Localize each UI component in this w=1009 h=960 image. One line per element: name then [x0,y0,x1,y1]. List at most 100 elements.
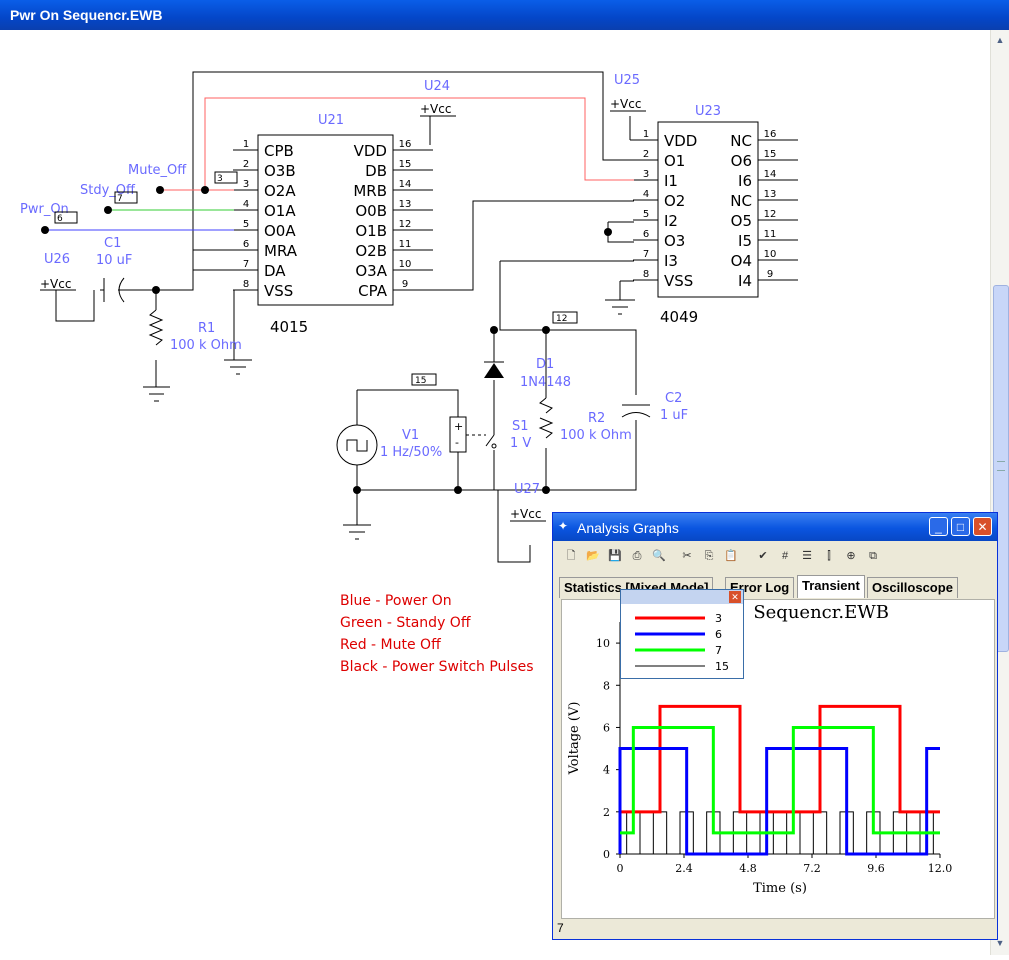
copy-icon[interactable]: ⎘ [704,550,714,562]
pin-label: O5 [731,212,752,230]
pin-number: 6 [643,229,649,240]
scroll-up-arrow-icon[interactable]: ▲ [995,35,1005,45]
paste-icon[interactable]: 📋 [724,550,738,562]
u27-label: U27 [514,482,540,497]
node-12: 12 [556,314,567,324]
x-tick-label: 0 [617,862,624,875]
y-tick-label: 10 [596,637,610,650]
pin-number: 14 [764,169,777,180]
pin-number: 10 [399,259,412,270]
pin-label: CPA [358,282,388,300]
v1-value: 1 Hz/50% [380,445,442,460]
pin-number: 1 [643,129,649,140]
x-tick-label: 2.4 [675,862,693,875]
d1-value: 1N4148 [520,375,571,390]
note-red: Red - Mute Off [340,637,441,653]
c1-value: 10 uF [96,253,132,268]
u21-ref: U21 [318,113,344,128]
properties-icon[interactable]: ✔ [758,550,768,562]
u24-label: U24 [424,79,450,94]
pin-label: I6 [738,172,752,190]
pin-number: 16 [764,129,777,140]
u23-chip[interactable] [657,121,759,298]
pin-number: 5 [243,219,249,230]
vcc-label-4: +Vcc [510,507,541,521]
analysis-toolbar: 🗋 📂 💾 ⎙ 🔍 ✂ ⎘ 📋 ✔ # ☰ ⫿ ⊕ ⧉ [559,545,989,569]
pin-number: 16 [399,139,412,150]
scroll-down-arrow-icon[interactable]: ▼ [995,938,1005,948]
pin-label: CPB [264,142,294,160]
close-button[interactable]: ✕ [973,517,992,536]
legend-close-icon[interactable]: ✕ [729,591,741,603]
analysis-graphs-window[interactable]: ✦ Analysis Graphs _ □ ✕ 🗋 📂 💾 ⎙ 🔍 ✂ ⎘ 📋 … [552,512,998,940]
tab-transient[interactable]: Transient [797,575,865,598]
x-tick-label: 12.0 [928,862,953,875]
title-bar: Pwr On Sequencr.EWB [0,0,1009,30]
pin-number: 12 [399,219,412,230]
d1-label: D1 [536,357,554,372]
save-icon[interactable]: 💾 [608,550,622,562]
legend-icon[interactable]: ☰ [802,550,812,562]
restore-graph-icon[interactable]: ⧉ [869,550,877,562]
analysis-title: Analysis Graphs [577,520,679,536]
legend-title-bar[interactable]: ✕ [621,590,743,604]
cursors-icon[interactable]: ⫿ [827,550,831,562]
pin-label: I3 [664,252,678,270]
open-icon[interactable]: 📂 [586,550,600,562]
minimize-button[interactable]: _ [929,517,948,536]
window-title: Pwr On Sequencr.EWB [10,7,163,23]
pin-number: 15 [764,149,777,160]
pin-number: 10 [764,249,777,260]
series-7-line [620,725,940,835]
legend-entry-label: 6 [715,628,722,641]
pin-label: O3A [355,262,387,280]
y-tick-label: 4 [603,764,610,777]
stdy-label: Stdy_Off [80,183,136,198]
print-icon[interactable]: ⎙ [632,550,642,562]
pin-label: O1 [664,152,685,170]
pin-number: 12 [764,209,777,220]
x-tick-label: 7.2 [803,862,821,875]
vcc-label-3: +Vcc [40,277,71,291]
print-preview-icon[interactable]: 🔍 [652,550,666,562]
pin-label: I1 [664,172,678,190]
pin-label: MRB [353,182,387,200]
cut-icon[interactable]: ✂ [682,550,692,562]
y-tick-label: 6 [603,721,610,734]
pin-label: VDD [664,132,697,150]
v1-label: V1 [402,428,419,443]
analysis-title-bar[interactable]: ✦ Analysis Graphs _ □ ✕ [553,513,997,541]
tab-oscilloscope[interactable]: Oscilloscope [867,577,958,598]
pin-number: 4 [243,199,249,210]
pin-number: 14 [399,179,412,190]
analysis-app-icon: ✦ [558,519,569,533]
x-axis-label: Time (s) [753,881,807,896]
pin-label: MRA [264,242,298,260]
plot-title: Sequencr.EWB [753,602,889,623]
u25-label: U25 [614,73,640,88]
pin-label: NC [730,192,752,210]
zoom-icon[interactable]: ⊕ [846,550,856,562]
c1-label: C1 [104,236,121,251]
y-tick-label: 0 [603,848,610,861]
grid-icon[interactable]: # [781,550,789,562]
pin-label: O3 [664,232,685,250]
u21-chip[interactable] [257,134,394,306]
pin-number: 4 [643,189,649,200]
pin-number: 6 [243,239,249,250]
pin-number: 8 [243,279,249,290]
maximize-button[interactable]: □ [951,517,970,536]
s1-value: 1 V [510,436,531,451]
x-tick-label: 4.8 [739,862,757,875]
s1-label: S1 [512,419,529,434]
analysis-tabs: Statistics [Mixed Mode] Error Log Transi… [559,575,995,598]
new-icon[interactable]: 🗋 [566,550,576,562]
pin-number: 7 [243,259,249,270]
u23-ref: U23 [695,104,721,119]
pin-number: 1 [243,139,249,150]
pin-number: 2 [643,149,649,160]
pin-label: O0A [264,222,296,240]
